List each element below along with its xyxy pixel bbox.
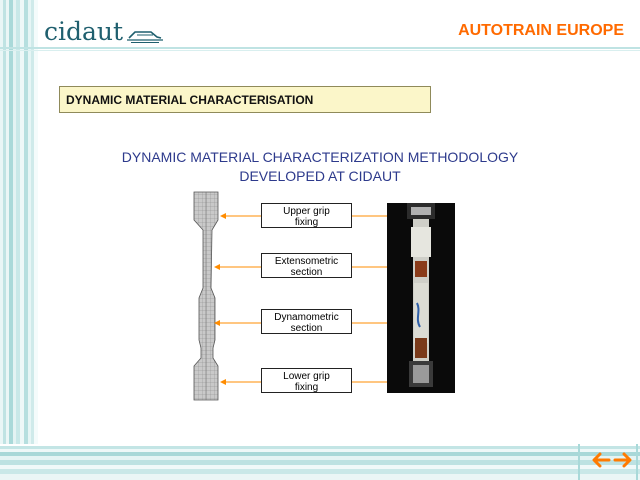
callout-lower-grip: Lower grip fixing	[261, 368, 352, 393]
callout-label: Dynamometric	[274, 312, 339, 323]
footer-separator	[578, 444, 580, 480]
subtitle-line-1: DYNAMIC MATERIAL CHARACTERIZATION METHOD…	[121, 149, 519, 165]
callout-dynamometric: Dynamometric section	[261, 309, 352, 334]
brand-title: AUTOTRAIN EUROPE	[458, 22, 624, 39]
car-icon	[127, 31, 164, 43]
logo-text: cidaut	[44, 17, 124, 46]
arrow-right-icon[interactable]	[613, 452, 633, 468]
section-title-box: DYNAMIC MATERIAL CHARACTERISATION	[59, 86, 431, 113]
section-title: DYNAMIC MATERIAL CHARACTERISATION	[66, 93, 314, 107]
callout-label: Upper grip	[283, 206, 330, 217]
callout-label: Extensometric	[274, 256, 339, 267]
footer-decoration-stripes	[0, 444, 640, 480]
left-decoration-stripes	[0, 0, 38, 480]
callout-label: section	[290, 323, 323, 334]
specimen-mesh-drawing	[193, 191, 219, 401]
header-divider	[0, 47, 640, 49]
callout-label: fixing	[294, 217, 319, 228]
specimen-photo	[387, 203, 455, 393]
callout-extensometric: Extensometric section	[261, 253, 352, 278]
slide-subtitle: DYNAMIC MATERIAL CHARACTERIZATION METHOD…	[60, 148, 580, 186]
cidaut-logo: cidaut	[44, 17, 164, 46]
callout-upper-grip: Upper grip fixing	[261, 203, 352, 228]
callout-label: section	[290, 267, 323, 278]
subtitle-line-2: DEVELOPED AT CIDAUT	[239, 168, 401, 184]
callout-label: Lower grip	[283, 371, 330, 382]
footer-separator	[636, 444, 638, 480]
callout-label: fixing	[294, 382, 319, 393]
arrow-left-icon[interactable]	[591, 452, 611, 468]
header-divider-thin	[0, 50, 640, 51]
